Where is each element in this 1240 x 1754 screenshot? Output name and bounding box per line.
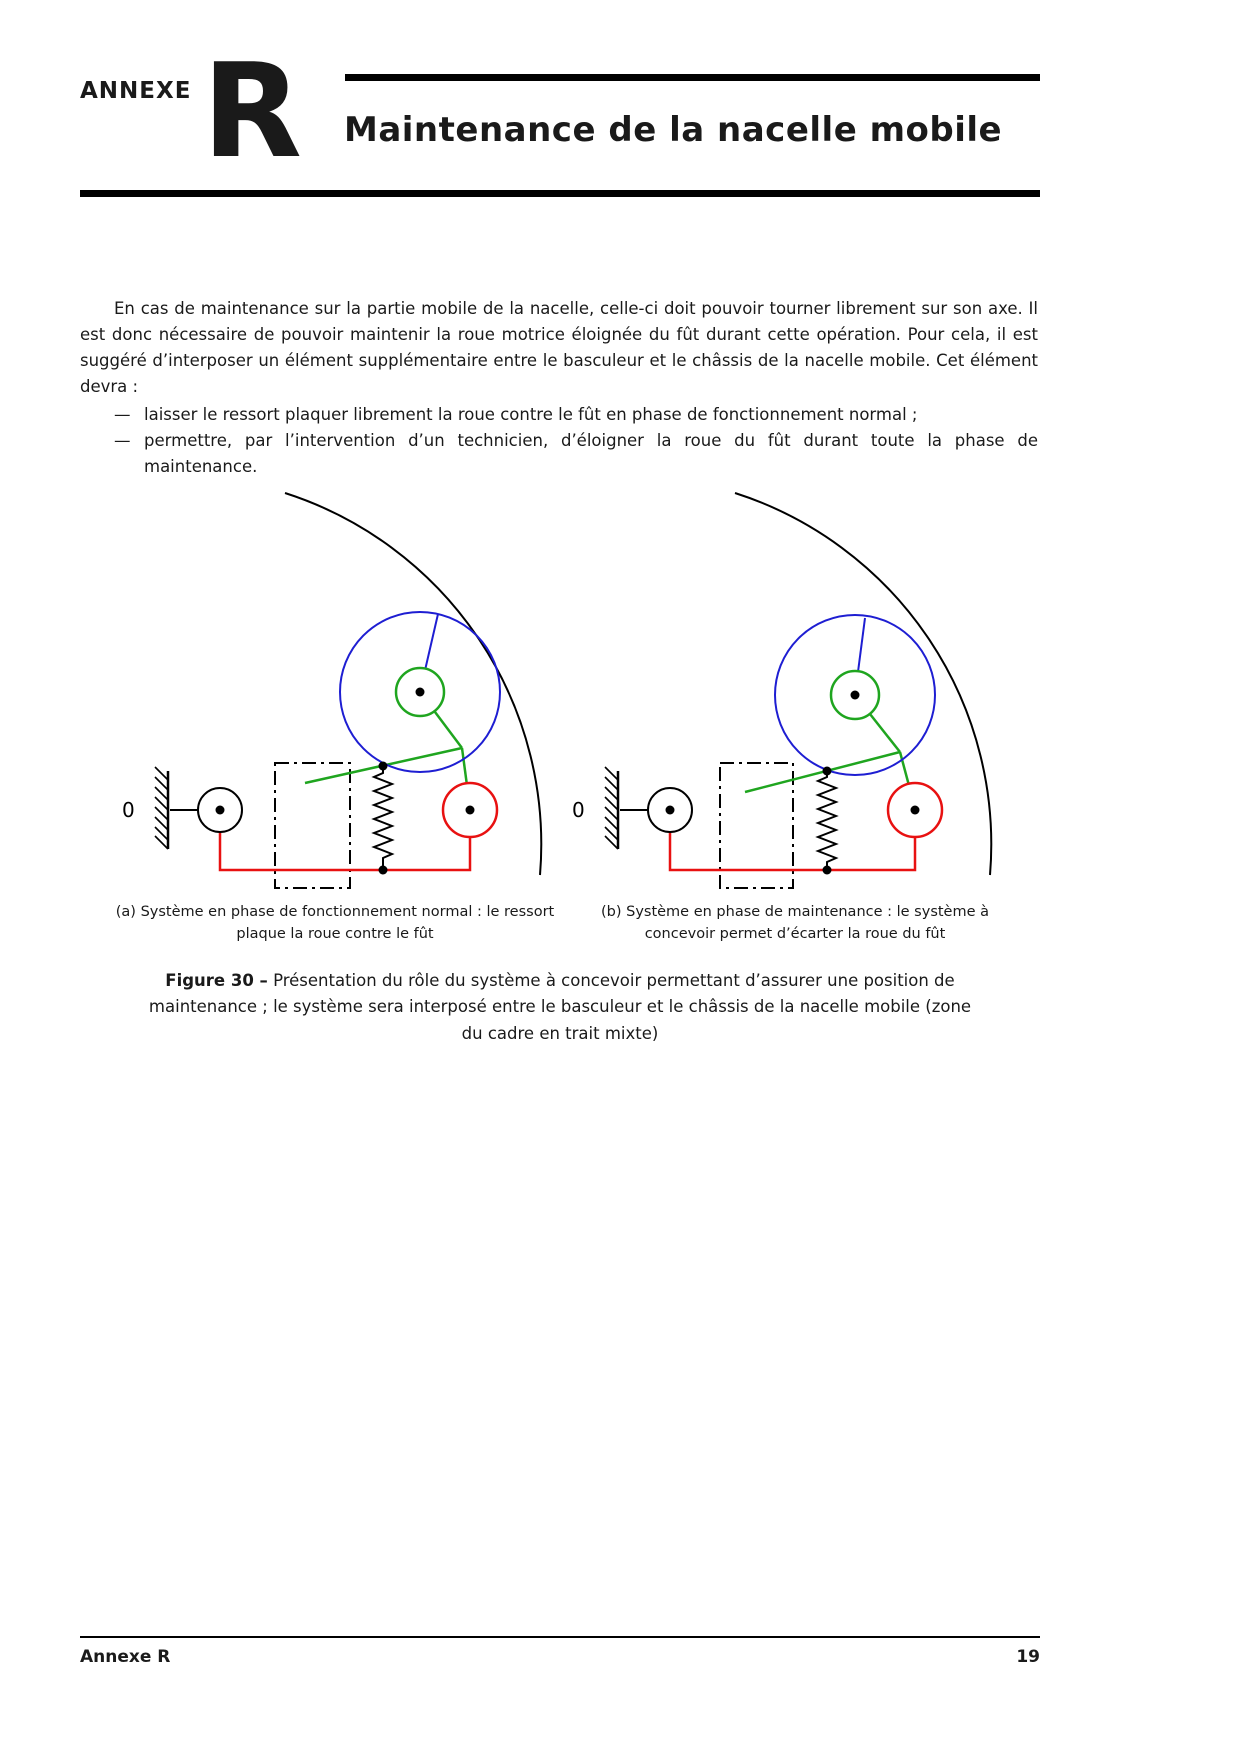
subcaption-b-label: (b) — [600, 904, 622, 920]
ground-label: 0 — [122, 798, 135, 822]
spring-top-dot — [378, 761, 388, 771]
chassis-frame — [668, 832, 917, 872]
ground-pivot-dot — [665, 805, 675, 815]
footer-rule — [80, 1636, 1040, 1638]
figure-caption-text: Présentation du rôle du système à concev… — [148, 971, 972, 1043]
spring — [371, 766, 395, 870]
intro-paragraph: En cas de maintenance sur la partie mobi… — [80, 299, 1038, 397]
figure-caption: Figure 30 – Présentation du rôle du syst… — [140, 968, 980, 1047]
spring-bottom-dot — [822, 865, 832, 875]
basculeur-arm-spring — [744, 750, 901, 794]
wall-hatch — [604, 766, 619, 850]
footer-annexe-label: Annexe R — [80, 1647, 171, 1667]
list-item: — laisser le ressort plaquer librement l… — [114, 402, 1038, 428]
bullet-text: laisser le ressort plaquer librement la … — [144, 405, 918, 425]
header-top-rule — [345, 74, 1040, 81]
chassis-pivot-dot — [910, 805, 920, 815]
footer-page-number: 19 — [1016, 1647, 1040, 1667]
subcaption-b: (b) Système en phase de maintenance : le… — [575, 902, 1015, 946]
ground-label: 0 — [572, 798, 585, 822]
page-title: Maintenance de la nacelle mobile — [344, 110, 1003, 150]
chassis-frame — [218, 832, 472, 872]
interposer-zone-box — [274, 762, 351, 889]
subcaption-b-text: Système en phase de maintenance : le sys… — [626, 904, 990, 942]
figure-caption-label: Figure 30 – — [165, 971, 268, 990]
subcaption-a-label: (a) — [115, 904, 136, 920]
annexe-letter: R — [202, 35, 302, 187]
body-text: En cas de maintenance sur la partie mobi… — [80, 296, 1038, 480]
list-item: — permettre, par l’intervention d’un tec… — [114, 428, 1038, 480]
bullet-marker: — — [114, 405, 131, 425]
roue-motrice-circle — [774, 614, 936, 776]
header-main-rule — [80, 190, 1040, 197]
roue-motrice-circle — [339, 611, 501, 773]
diagram-maintenance-phase: 0 — [572, 492, 993, 889]
chassis-pivot-dot — [465, 805, 475, 815]
wheel-center-dot — [850, 690, 860, 700]
spring-bottom-dot — [378, 865, 388, 875]
spring-top-dot — [822, 766, 832, 776]
ground-pivot-dot — [215, 805, 225, 815]
wall-hatch — [154, 766, 169, 850]
interposer-zone-box — [719, 762, 794, 889]
diagram-normal-phase: 0 — [122, 492, 543, 889]
spring — [815, 771, 839, 870]
wheel-center-dot — [415, 687, 425, 697]
bullet-marker: — — [114, 431, 131, 451]
fut-arc — [734, 492, 993, 876]
bullet-text: permettre, par l’intervention d’un techn… — [144, 431, 1038, 477]
annexe-label: ANNEXE — [80, 78, 192, 104]
subcaption-a-text: Système en phase de fonctionnement norma… — [140, 904, 555, 942]
subcaption-a: (a) Système en phase de fonctionnement n… — [100, 902, 570, 946]
